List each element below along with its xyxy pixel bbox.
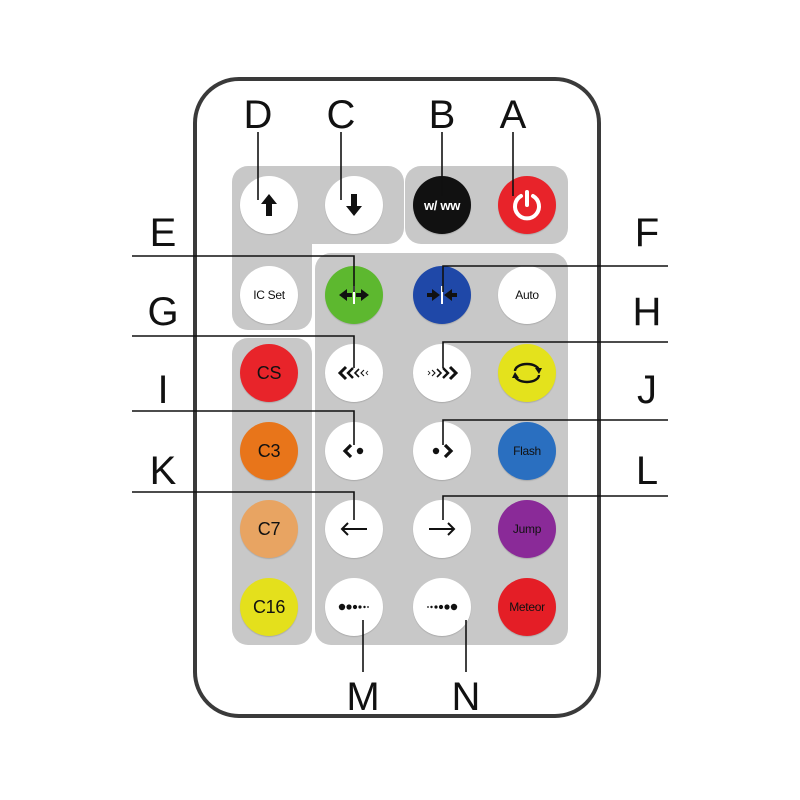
ic-set-label: IC Set <box>253 288 285 302</box>
power-button[interactable] <box>498 176 556 234</box>
expand-arrows-icon <box>339 286 369 304</box>
c7-label: C7 <box>257 518 281 539</box>
power-icon <box>513 190 541 221</box>
callout-label-i: I <box>157 368 169 412</box>
callout-label-g: G <box>147 290 179 334</box>
flash-button[interactable]: Flash <box>498 422 556 480</box>
arrow-right-icon <box>429 522 456 536</box>
c16-label: C16 <box>252 596 286 617</box>
c7-button[interactable]: C7 <box>240 500 298 558</box>
callout-label-f: F <box>634 211 660 255</box>
arrow-up-icon <box>261 194 277 216</box>
cycle-icon <box>512 362 542 384</box>
c3-button[interactable]: C3 <box>240 422 298 480</box>
c3-label: C3 <box>257 440 281 461</box>
callout-label-m: M <box>346 675 380 719</box>
w-ww-label: w/ ww <box>423 197 461 213</box>
callout-label-k: K <box>149 449 177 493</box>
flash-label: Flash <box>513 444 541 458</box>
up-button[interactable] <box>240 176 298 234</box>
auto-label: Auto <box>515 288 539 302</box>
callout-label-d: D <box>243 93 273 137</box>
dots-fading-left-icon <box>338 603 369 611</box>
contract-button[interactable] <box>413 266 471 324</box>
dots-left-button[interactable] <box>325 578 383 636</box>
cs-button[interactable]: CS <box>240 344 298 402</box>
dots-right-button[interactable] <box>413 578 471 636</box>
callout-label-h: H <box>632 290 662 334</box>
ic-set-button[interactable]: IC Set <box>240 266 298 324</box>
cs-label: CS <box>256 362 282 383</box>
jump-button[interactable]: Jump <box>498 500 556 558</box>
dot-right-button[interactable] <box>413 422 471 480</box>
chevrons-left-button[interactable] <box>325 344 383 402</box>
arrow-down-icon <box>346 194 362 216</box>
callout-label-b: B <box>428 93 456 137</box>
c16-button[interactable]: C16 <box>240 578 298 636</box>
callout-label-e: E <box>149 211 177 255</box>
chevrons-left-icon <box>337 365 369 381</box>
callout-label-j: J <box>637 368 657 412</box>
jump-label: Jump <box>512 522 542 536</box>
down-button[interactable] <box>325 176 383 234</box>
meteor-button[interactable]: Meteor <box>498 578 556 636</box>
w-ww-button[interactable]: w/ ww <box>413 176 471 234</box>
callout-label-a: A <box>499 93 527 137</box>
arrow-right-button[interactable] <box>413 500 471 558</box>
dot-chevron-left-icon <box>342 443 364 459</box>
cycle-button[interactable] <box>498 344 556 402</box>
dot-left-button[interactable] <box>325 422 383 480</box>
callout-label-n: N <box>451 675 481 719</box>
expand-button[interactable] <box>325 266 383 324</box>
dot-chevron-right-icon <box>432 443 454 459</box>
meteor-label: Meteor <box>509 600 545 614</box>
auto-button[interactable]: Auto <box>498 266 556 324</box>
arrow-left-button[interactable] <box>325 500 383 558</box>
arrow-left-icon <box>340 522 367 536</box>
contract-arrows-icon <box>427 286 457 304</box>
callout-label-c: C <box>326 93 356 137</box>
chevrons-right-icon <box>427 365 459 381</box>
dots-fading-right-icon <box>427 603 458 611</box>
chevrons-right-button[interactable] <box>413 344 471 402</box>
callout-label-l: L <box>635 449 659 493</box>
